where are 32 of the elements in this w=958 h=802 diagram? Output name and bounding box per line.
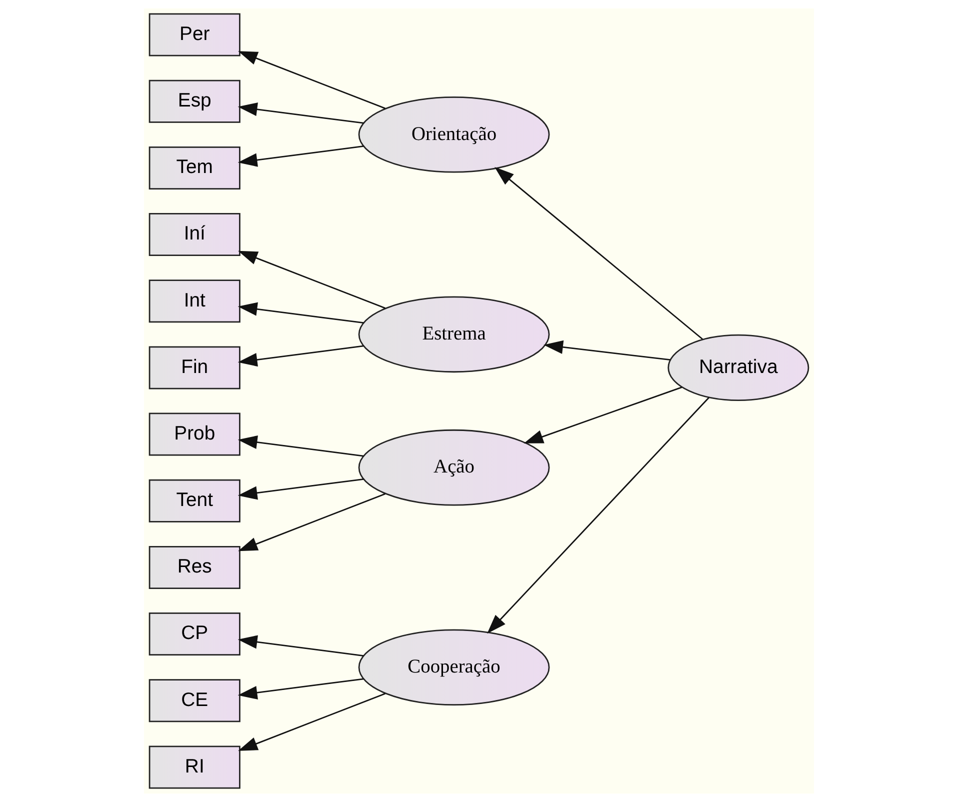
node-ellipse: Estrema	[358, 296, 550, 373]
node-box: Per	[148, 13, 240, 56]
node-box: Prob	[148, 412, 240, 456]
arrow	[238, 51, 386, 110]
node-box: Tem	[148, 146, 240, 190]
arrow	[238, 692, 386, 751]
arrow	[238, 345, 364, 367]
arrow	[238, 250, 386, 309]
node-box: Iní	[148, 213, 240, 256]
node-box: Int	[148, 280, 240, 323]
node-box: CE	[148, 679, 240, 722]
node-box: Res	[148, 546, 240, 589]
arrow	[524, 386, 682, 444]
arrow	[238, 678, 364, 700]
node-ellipse: Orientação	[358, 96, 550, 173]
node-box: Esp	[148, 80, 240, 123]
arrow	[238, 478, 364, 500]
arrow	[238, 493, 386, 552]
arrow	[238, 102, 364, 124]
arrow	[238, 146, 364, 167]
node-box: CP	[148, 612, 240, 656]
node-box: RI	[148, 746, 240, 789]
arrow	[238, 435, 364, 457]
node-ellipse: Narrativa	[668, 334, 810, 401]
arrow	[494, 167, 703, 340]
arrow	[238, 635, 364, 656]
arrow	[544, 340, 670, 360]
node-box: Tent	[148, 479, 240, 522]
arrow	[238, 302, 364, 324]
arrow	[487, 397, 710, 634]
node-ellipse: Cooperação	[358, 629, 550, 706]
node-box: Fin	[148, 346, 240, 390]
